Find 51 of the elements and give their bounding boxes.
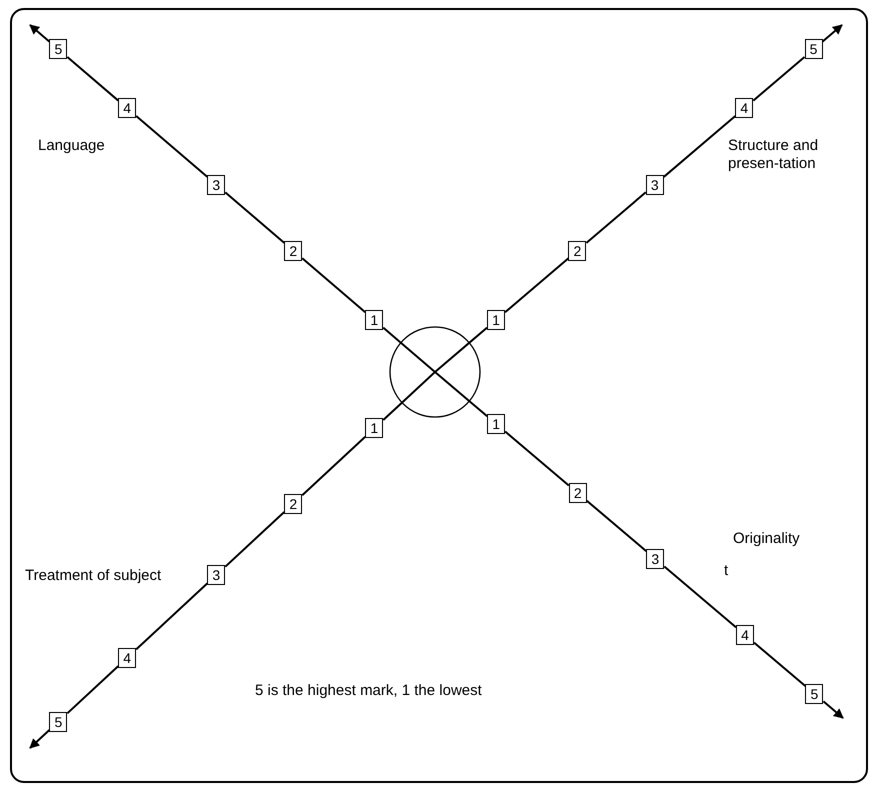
axis-line (753, 642, 806, 687)
axis-arrow (29, 24, 50, 42)
axis-label: Treatment of subject (25, 567, 162, 585)
axis-label: Structure and presen-tation (728, 137, 820, 173)
axis-line (468, 326, 488, 344)
scale-mark: 4 (118, 98, 136, 118)
axis-line (752, 56, 806, 102)
axis-line (382, 326, 402, 344)
scale-mark: 4 (118, 648, 136, 668)
axis-line (504, 257, 570, 314)
scale-mark: 3 (207, 174, 226, 195)
axis-label: Language (38, 137, 105, 155)
scale-mark: 4 (736, 624, 754, 645)
scale-mark: 3 (646, 174, 664, 195)
axis-line (66, 56, 119, 102)
axis-line (302, 258, 366, 313)
axis-line (586, 500, 647, 552)
axis-arrow (29, 729, 50, 749)
scale-mark: 1 (487, 310, 506, 330)
scale-mark: 3 (646, 548, 664, 569)
axis-line (664, 566, 737, 628)
scale-mark: 2 (284, 494, 302, 514)
axis-label: Originality (733, 530, 800, 548)
axis-line (66, 665, 119, 714)
axis-line (468, 400, 488, 418)
scale-mark: 2 (568, 483, 587, 504)
axis-line (586, 192, 646, 244)
scale-mark: 5 (804, 39, 822, 60)
axis-line (136, 582, 208, 650)
scale-mark: 2 (284, 240, 302, 261)
note-text: 5 is the highest mark, 1 the lowest (255, 682, 482, 700)
scale-mark: 1 (365, 418, 384, 438)
scale-mark: 1 (487, 414, 506, 434)
scale-mark: 5 (805, 684, 824, 704)
scale-mark: 5 (49, 39, 68, 60)
center-circle (389, 326, 481, 418)
scale-mark: 3 (207, 565, 226, 586)
axis-line (504, 430, 570, 486)
scale-mark: 5 (49, 712, 68, 732)
axis-line (136, 115, 208, 178)
axis-arrow (822, 700, 844, 719)
axis-line (224, 511, 285, 568)
axis-line (382, 402, 403, 421)
axis-arrow (822, 24, 843, 42)
axis-line (663, 115, 736, 178)
axis-line (224, 192, 285, 244)
stray-letter: t (724, 562, 728, 580)
scale-mark: 1 (365, 310, 384, 330)
scale-mark: 2 (568, 240, 586, 261)
scale-mark: 4 (735, 98, 754, 118)
axis-line (302, 436, 366, 496)
